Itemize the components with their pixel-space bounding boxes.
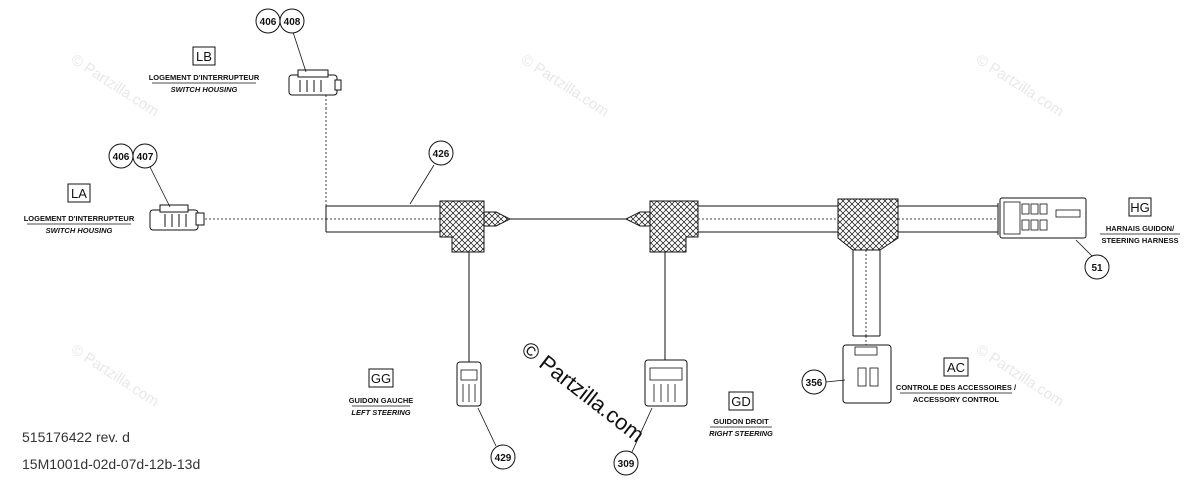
connector-hg-housing [999, 197, 1087, 239]
harness-callout: 426 [409, 140, 454, 205]
drawing-part-number: 515176422 rev. d [22, 429, 130, 445]
watermark-large: © Partzilla.com [517, 336, 649, 447]
callout-number: 309 [618, 459, 635, 470]
callout-circle [801, 369, 827, 395]
watermark-text: © Partzilla.com [973, 51, 1067, 120]
connector-code: LB [196, 49, 212, 64]
drawing-model-codes: 15M1001d-02d-07d-12b-13d [22, 456, 201, 472]
connector-code-box [943, 357, 969, 377]
connector-label-en: SWITCH HOUSING [171, 85, 238, 94]
junction-middle [624, 200, 699, 253]
connector-ac: 356 AC CONTROLE DES ACCESSOIRES / ACCESS… [801, 344, 1017, 404]
connector-label-fr: HARNAIS GUIDON/ [1106, 224, 1175, 233]
connector-code-box [67, 183, 91, 203]
main-harness [205, 108, 999, 364]
watermark-text: © Partzilla.com [518, 51, 612, 120]
callout-circle [1084, 254, 1110, 280]
callout-number: 356 [806, 378, 823, 389]
connector-code-box [1128, 197, 1152, 217]
callout-number: 407 [137, 152, 154, 163]
callout-circle [490, 444, 516, 470]
connector-code-box [728, 391, 754, 411]
connector-label-fr: GUIDON GAUCHE [349, 396, 414, 405]
connector-label-fr: CONTROLE DES ACCESSOIRES / [896, 383, 1017, 392]
callout-circle [279, 8, 305, 34]
connector-label-fr: LOGEMENT D'INTERRUPTEUR [24, 214, 135, 223]
callout-number: 406 [113, 152, 130, 163]
connector-label-en: SWITCH HOUSING [46, 226, 113, 235]
callout-number: 426 [433, 149, 450, 160]
junction-left [439, 200, 512, 253]
connector-ac-housing [842, 344, 892, 404]
callout-number: 406 [260, 17, 277, 28]
connector-lb: 406 408 LB LOGEMENT D'INTERRUPTEUR SWITC… [149, 8, 342, 108]
callout-number: 429 [495, 453, 512, 464]
callout-circle [613, 450, 639, 476]
connector-code: AC [947, 360, 965, 375]
connector-code: GD [731, 394, 751, 409]
connector-gg: 429 GG GUIDON GAUCHE LEFT STEERING [349, 361, 516, 470]
watermark-text: © Partzilla.com [68, 341, 162, 410]
connector-hg: 51 HG HARNAIS GUIDON/ STEERING HARNESS [999, 197, 1180, 280]
connector-code: GG [371, 371, 391, 386]
connector-gd-housing [644, 359, 688, 407]
connector-code: LA [71, 186, 87, 201]
connector-code-box [192, 46, 216, 66]
callout-number: 408 [284, 17, 301, 28]
connector-label-en: ACCESSORY CONTROL [913, 395, 1000, 404]
connector-lb-housing [288, 74, 338, 96]
callout-number: 51 [1091, 263, 1103, 274]
connector-label-en: STEERING HARNESS [1101, 236, 1178, 245]
connector-label-en: RIGHT STEERING [709, 429, 773, 438]
watermark-text: © Partzilla.com [68, 51, 162, 120]
junction-right [837, 198, 899, 251]
connector-label-en: LEFT STEERING [351, 408, 410, 417]
connector-la-housing [149, 209, 199, 231]
connector-label-fr: LOGEMENT D'INTERRUPTEUR [149, 73, 260, 82]
callout-circle [428, 140, 454, 166]
connector-code-box [368, 368, 394, 388]
connector-code: HG [1130, 200, 1150, 215]
callout-circle [132, 143, 158, 169]
connector-gd: 309 GD GUIDON DROIT RIGHT STEERING [613, 359, 773, 476]
watermark-group: © Partzilla.com © Partzilla.com © Partzi… [68, 51, 1067, 410]
connector-label-fr: GUIDON DROIT [713, 417, 769, 426]
connector-la: 406 407 LA LOGEMENT D'INTERRUPTEUR SWITC… [24, 143, 205, 235]
